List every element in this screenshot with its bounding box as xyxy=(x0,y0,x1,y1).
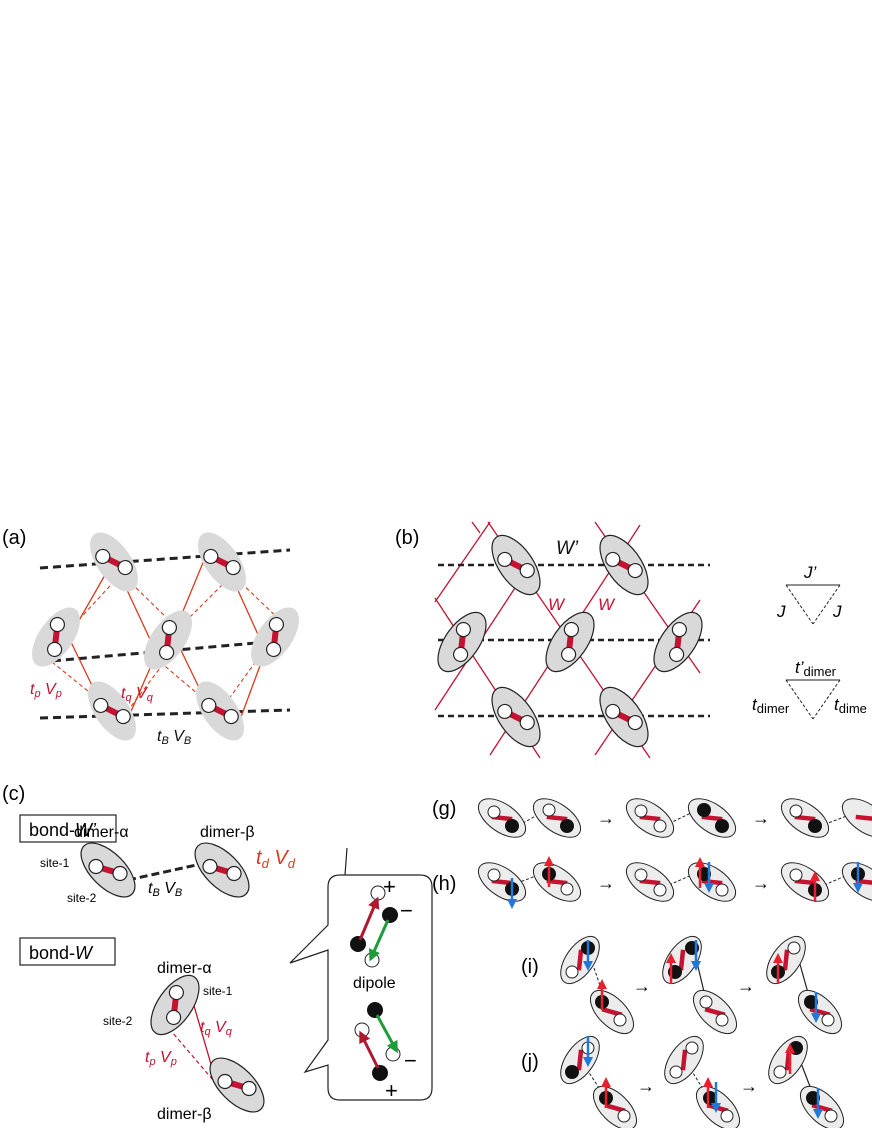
tq-label: tq Vq xyxy=(121,685,154,704)
dimer-beta-label-2: dimer-β xyxy=(157,1106,212,1123)
arrow-g-2: → xyxy=(752,808,770,828)
bond-W-box xyxy=(19,937,116,966)
tB-bonds xyxy=(39,548,291,720)
panel-a-label: (a) xyxy=(2,527,26,549)
panel-b-label: (b) xyxy=(395,527,419,549)
panel-c-label: (c) xyxy=(2,783,25,805)
dimer-alpha-label-2: dimer-α xyxy=(157,960,212,977)
site-1-label: site-1 xyxy=(40,856,70,870)
tpdimer-label: t’dimer xyxy=(795,658,837,679)
J-label-2: J xyxy=(832,602,842,621)
site-2-label-2: site-2 xyxy=(103,1014,133,1028)
plus-sign-1: + xyxy=(383,874,396,899)
panel-a: (a) xyxy=(2,524,308,748)
tq-Vq-label: tq Vq xyxy=(200,1019,233,1038)
panel-h: (h) → → xyxy=(432,855,872,909)
minus-sign-2: − xyxy=(404,1048,417,1073)
arrow-h-1: → xyxy=(597,873,615,893)
plus-sign-2: + xyxy=(385,1078,398,1103)
bond-Wp-box xyxy=(19,814,117,843)
panel-b: (b) W’ W W J’ J J xyxy=(395,521,867,759)
tB-VB-label: tB VB xyxy=(148,880,182,899)
bond-Wp-box-text: bond-W’ xyxy=(29,820,97,840)
panel-j-label: (j) xyxy=(521,1051,539,1073)
dimer-alpha-label: dimer-α xyxy=(74,824,129,841)
bond-W-box-text: bond-W xyxy=(29,943,94,963)
site-2-label: site-2 xyxy=(67,891,97,905)
site-1-label-2: site-1 xyxy=(203,984,233,998)
panel-c: (c) bond-W’ dimer-α dimer-β site-1 site-… xyxy=(2,783,433,1123)
Wp-label: W’ xyxy=(556,538,579,559)
td-Vd-label: td Vd xyxy=(256,847,296,871)
arrow-j-2: → xyxy=(740,1076,758,1096)
panel-g: (g) → → xyxy=(432,791,872,845)
W-label-1: W xyxy=(548,595,566,614)
tp-Vp-label: tp Vp xyxy=(145,1049,177,1068)
panel-j: (j) → → xyxy=(521,1030,851,1128)
W-label-2: W xyxy=(598,595,616,614)
tdimer-label-1: tdimer xyxy=(752,695,790,716)
J-label-1: J xyxy=(776,602,786,621)
dipole-label: dipole xyxy=(353,975,396,992)
arrow-i-2: → xyxy=(737,976,755,996)
arrow-h-2: → xyxy=(752,873,770,893)
panel-i-label: (i) xyxy=(521,956,539,978)
arrow-i-1: → xyxy=(633,976,651,996)
panel-g-label: (g) xyxy=(432,798,456,820)
panel-h-label: (h) xyxy=(432,873,456,895)
tp-label: tp Vp xyxy=(30,681,62,700)
minus-sign-1: − xyxy=(400,898,413,923)
tdimer-label-2: tdime xyxy=(834,695,867,716)
panel-i: (i) → → xyxy=(521,930,849,1041)
arrow-g-1: → xyxy=(597,808,615,828)
Jp-label: J’ xyxy=(803,563,817,582)
tB-label: tB VB xyxy=(157,728,191,747)
dimer-beta-label: dimer-β xyxy=(200,824,255,841)
arrow-j-1: → xyxy=(637,1076,655,1096)
